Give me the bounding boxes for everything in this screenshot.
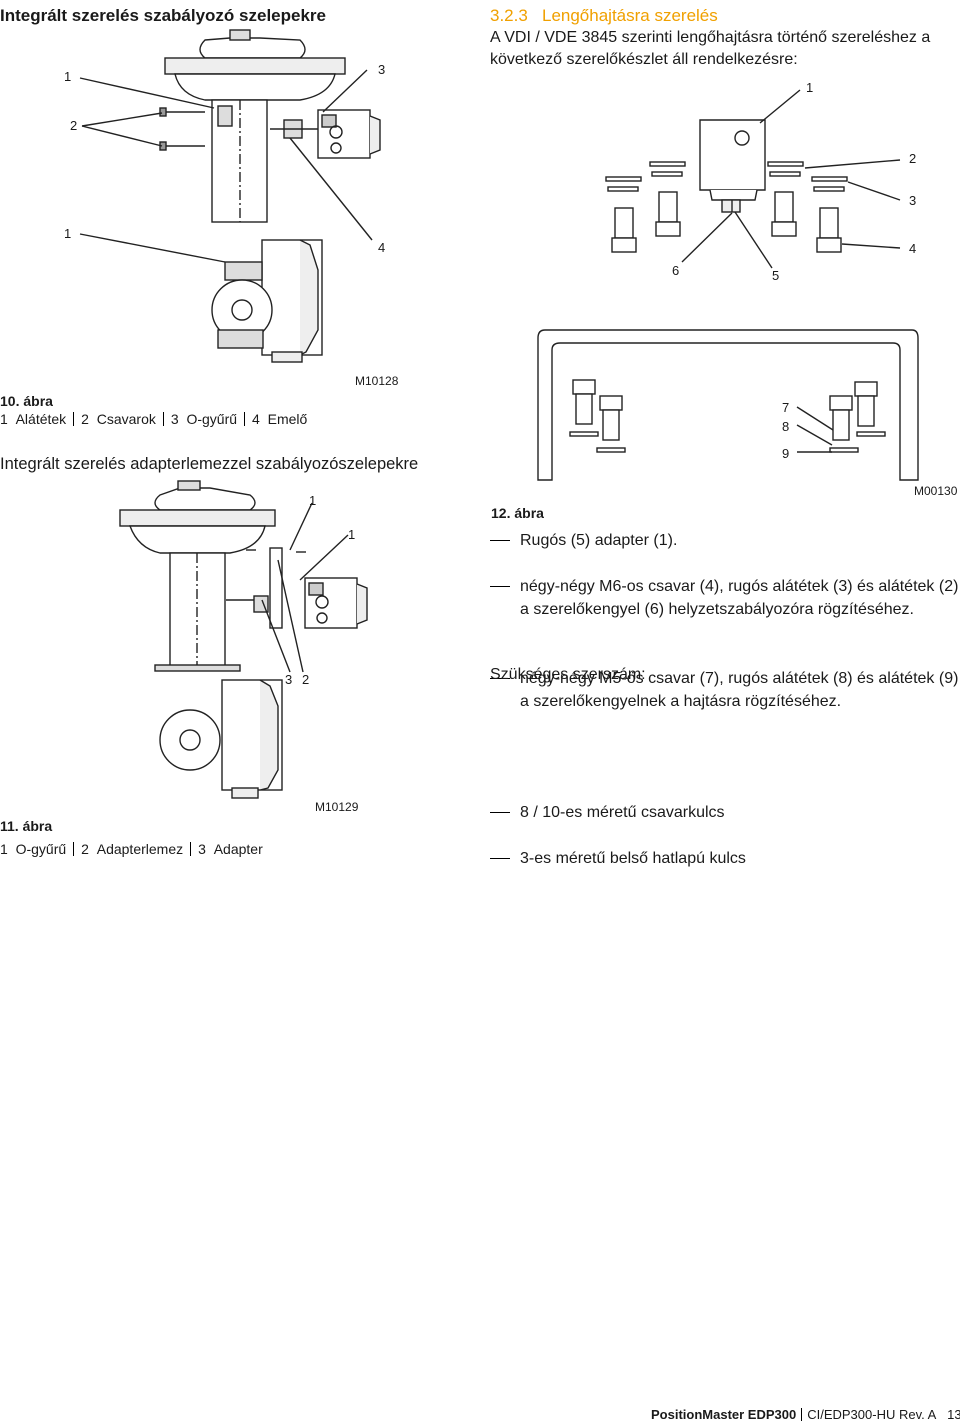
fig11-callout-3: 3 bbox=[285, 672, 293, 687]
intro-line-2: következő szerelőkészlet áll rendelkezés… bbox=[490, 51, 798, 68]
legend-text: Adapter bbox=[213, 841, 263, 857]
fig12-callout-1: 1 bbox=[806, 80, 814, 95]
tool-item: 8 / 10-es méretű csavarkulcs bbox=[490, 801, 960, 824]
section-heading-2: Integrált szerelés adapterlemezzel szabá… bbox=[0, 455, 419, 473]
legend-text: Adapterlemez bbox=[96, 841, 184, 857]
page-footer: PositionMaster EDP300 CI/EDP300-HU Rev. A… bbox=[651, 1407, 960, 1422]
figure-10-id: M10128 bbox=[355, 374, 399, 388]
kit-item: Rugós (5) adapter (1). bbox=[490, 529, 960, 552]
figure-11-legend: 1 O-gyűrű 2 Adapterlemez 3 Adapter bbox=[0, 841, 263, 857]
kit-item: négy-négy M6-os csavar (4), rugós alátét… bbox=[490, 575, 960, 621]
fig12-callout-3: 3 bbox=[909, 193, 917, 208]
section-title: Lengőhajtásra szerelés bbox=[541, 6, 718, 25]
fig12-callout-8: 8 bbox=[782, 419, 790, 434]
legend-text: O-gyűrű bbox=[15, 841, 67, 857]
legend-text: Csavarok bbox=[96, 411, 156, 427]
section-heading-3-2-3: 3.2.3 Lengőhajtásra szerelés bbox=[490, 6, 718, 26]
legend-text: O-gyűrű bbox=[186, 411, 238, 427]
fig12-callout-7: 7 bbox=[782, 400, 790, 415]
figure-11-title: 11. ábra bbox=[0, 818, 53, 834]
fig12-callout-5: 5 bbox=[772, 268, 780, 283]
fig11-callout-2: 2 bbox=[302, 672, 310, 687]
section-number: 3.2.3 bbox=[490, 6, 528, 25]
legend-num: 1 bbox=[0, 411, 8, 427]
figure-10-title: 10. ábra bbox=[0, 393, 53, 409]
fig10-callout-4: 4 bbox=[378, 240, 386, 255]
legend-num: 2 bbox=[81, 411, 89, 427]
fig10-callout-1b: 1 bbox=[64, 226, 72, 241]
fig12-callout-2: 2 bbox=[909, 151, 917, 166]
footer-page-number: 13 bbox=[947, 1407, 960, 1422]
figure-10-legend: 1 Alátétek 2 Csavarok 3 O-gyűrű 4 Emelő bbox=[0, 411, 307, 427]
fig12-callout-9: 9 bbox=[782, 446, 790, 461]
tool-item: 3-es méretű belső hatlapú kulcs bbox=[490, 847, 960, 870]
footer-doc: CI/EDP300-HU Rev. A bbox=[807, 1407, 937, 1422]
legend-num: 1 bbox=[0, 841, 8, 857]
fig12-callout-6: 6 bbox=[672, 263, 680, 278]
legend-num: 2 bbox=[81, 841, 89, 857]
fig12-callout-4: 4 bbox=[909, 241, 917, 256]
fig10-callout-2: 2 bbox=[70, 118, 78, 133]
fig11-callout-1b: 1 bbox=[348, 527, 356, 542]
fig10-callout-1: 1 bbox=[64, 69, 72, 84]
fig10-callout-3: 3 bbox=[378, 62, 386, 77]
legend-num: 3 bbox=[170, 411, 179, 427]
legend-text: Alátétek bbox=[15, 411, 67, 427]
legend-num: 4 bbox=[252, 411, 260, 427]
legend-num: 3 bbox=[198, 841, 206, 857]
section-heading: Integrált szerelés szabályozó szelepekre bbox=[0, 6, 326, 25]
intro-line-1: A VDI / VDE 3845 szerinti lengőhajtásra … bbox=[490, 29, 931, 46]
figure-12-id: M00130 bbox=[914, 484, 958, 498]
legend-text: Emelő bbox=[267, 411, 308, 427]
figure-11-id: M10129 bbox=[315, 800, 359, 814]
tools-title: Szükséges szerszám: bbox=[490, 666, 646, 683]
figure-12-title: 12. ábra bbox=[491, 505, 544, 521]
fig11-callout-1: 1 bbox=[309, 493, 317, 508]
kit-item: négy-négy M5-ös csavar (7), rugós alátét… bbox=[490, 667, 960, 713]
footer-product: PositionMaster EDP300 bbox=[651, 1407, 797, 1422]
